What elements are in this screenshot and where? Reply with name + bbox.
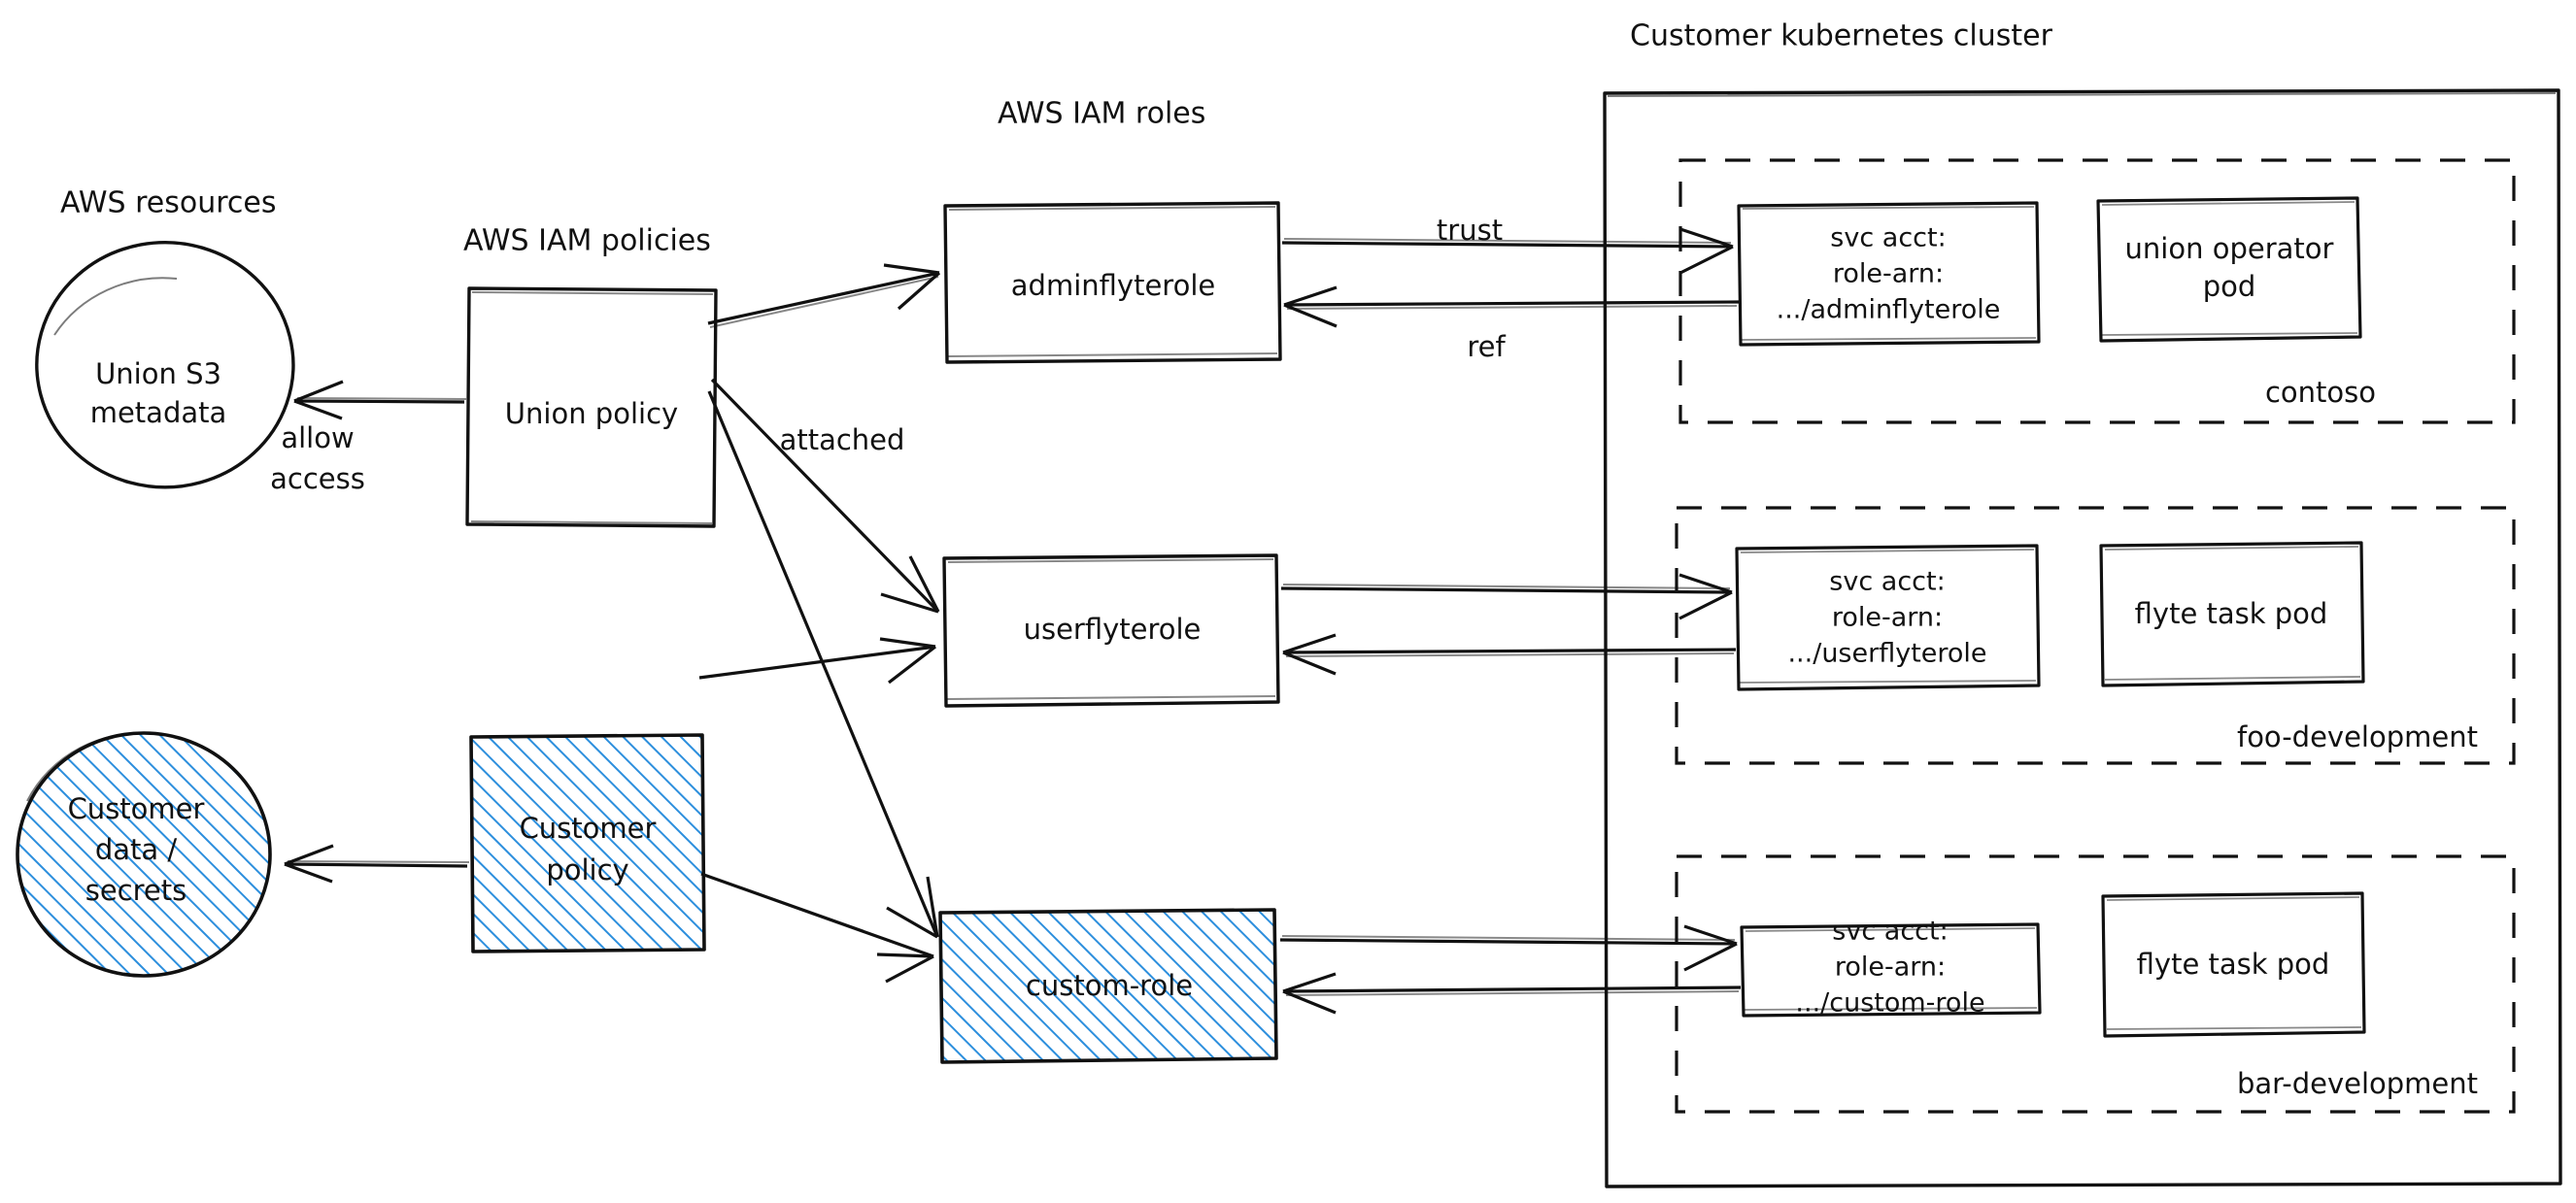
edge-label-attached: attached xyxy=(780,423,905,456)
edge-label-allow-line2: access xyxy=(270,462,365,495)
arrow-customer-policy-to-userflyterole xyxy=(698,637,936,685)
svc-acct-line1-foo: svc acct: xyxy=(1829,567,1945,597)
pod-line1-bar: flyte task pod xyxy=(2137,948,2330,981)
policy-union-policy-label: Union policy xyxy=(505,397,678,430)
arrow-union-policy-to-adminflyterole xyxy=(707,263,941,328)
svc-acct-box-contoso: svc acct: role-arn: .../adminflyterole xyxy=(1737,201,2041,347)
group-title-aws-resources: AWS resources xyxy=(60,186,277,220)
pod-box-foo: flyte task pod xyxy=(2099,541,2365,687)
arrow-ref-userflyterole xyxy=(1282,633,1737,676)
resource-union-s3-line2: metadata xyxy=(90,396,227,429)
role-adminflyterole: adminflyterole xyxy=(943,201,1282,364)
pod-box-bar: flyte task pod xyxy=(2101,891,2366,1038)
svc-acct-line2-contoso: role-arn: xyxy=(1833,259,1944,289)
namespace-bar-development: bar-development svc acct: role-arn: .../… xyxy=(1675,854,2516,1114)
pod-line2-contoso: pod xyxy=(2203,270,2256,303)
pod-line1-contoso: union operator xyxy=(2125,232,2334,265)
svc-acct-line3-foo: .../userflyterole xyxy=(1787,639,1986,669)
svc-acct-line2-foo: role-arn: xyxy=(1832,603,1943,633)
group-title-customer-cluster: Customer kubernetes cluster xyxy=(1630,19,2053,53)
role-userflyterole: userflyterole xyxy=(942,553,1280,708)
svc-acct-line1-bar: svc acct: xyxy=(1832,917,1948,947)
resource-union-s3-line1: Union S3 xyxy=(95,357,221,390)
arrow-trust-adminflyterole xyxy=(1281,227,1734,275)
resource-customer-data-line3: secrets xyxy=(85,874,187,907)
edge-label-ref: ref xyxy=(1467,330,1506,363)
arrow-union-policy-to-userflyterole xyxy=(710,378,940,614)
pod-line1-foo: flyte task pod xyxy=(2135,597,2328,630)
edge-label-allow-line1: allow xyxy=(281,421,354,454)
resource-customer-data: Customer data / secrets xyxy=(16,731,272,978)
svc-acct-line2-bar: role-arn: xyxy=(1835,952,1946,983)
arrow-trust-custom-role xyxy=(1279,924,1738,972)
svc-acct-box-foo: svc acct: role-arn: .../userflyterole xyxy=(1735,544,2041,691)
resource-customer-data-line2: data / xyxy=(95,833,178,866)
edge-label-trust: trust xyxy=(1437,214,1503,247)
arrow-ref-custom-role xyxy=(1282,972,1742,1015)
namespace-contoso: contoso svc acct: role-arn: .../adminfly… xyxy=(1678,158,2516,424)
arrow-trust-userflyterole xyxy=(1280,573,1733,620)
arrow-customer-policy-to-data xyxy=(284,844,470,884)
customer-cluster-box xyxy=(1603,88,2562,1188)
svc-acct-line3-contoso: .../adminflyterole xyxy=(1777,295,2001,325)
resource-customer-data-line1: Customer xyxy=(68,792,205,825)
svc-acct-box-bar: svc acct: role-arn: .../custom-role xyxy=(1740,917,2042,1019)
role-custom-role: custom-role xyxy=(938,908,1278,1064)
svc-acct-line3-bar: .../custom-role xyxy=(1795,988,1984,1019)
role-adminflyterole-label: adminflyterole xyxy=(1011,269,1215,302)
group-title-aws-iam-policies: AWS IAM policies xyxy=(463,224,711,258)
policy-customer-policy: Customer policy xyxy=(469,733,706,953)
arrow-customer-policy-to-custom-role xyxy=(700,872,934,984)
namespace-label-contoso: contoso xyxy=(2265,376,2376,409)
policy-customer-policy-line2: policy xyxy=(546,853,628,886)
pod-box-contoso: union operator pod xyxy=(2096,196,2362,343)
role-userflyterole-label: userflyterole xyxy=(1024,613,1202,646)
resource-union-s3: Union S3 metadata xyxy=(35,241,295,489)
group-title-aws-iam-roles: AWS IAM roles xyxy=(998,97,1205,131)
namespace-label-foo-development: foo-development xyxy=(2237,720,2478,753)
namespace-foo-development: foo-development svc acct: role-arn: .../… xyxy=(1675,506,2516,765)
arrow-ref-adminflyterole xyxy=(1283,285,1740,328)
policy-customer-policy-line1: Customer xyxy=(520,812,657,845)
arrow-union-policy-to-s3 xyxy=(293,380,467,420)
namespace-label-bar-development: bar-development xyxy=(2237,1067,2478,1100)
role-custom-role-label: custom-role xyxy=(1026,969,1193,1002)
arrow-union-policy-to-custom-role xyxy=(707,390,939,939)
svc-acct-line1-contoso: svc acct: xyxy=(1830,223,1946,253)
policy-union-policy: Union policy xyxy=(465,286,718,528)
